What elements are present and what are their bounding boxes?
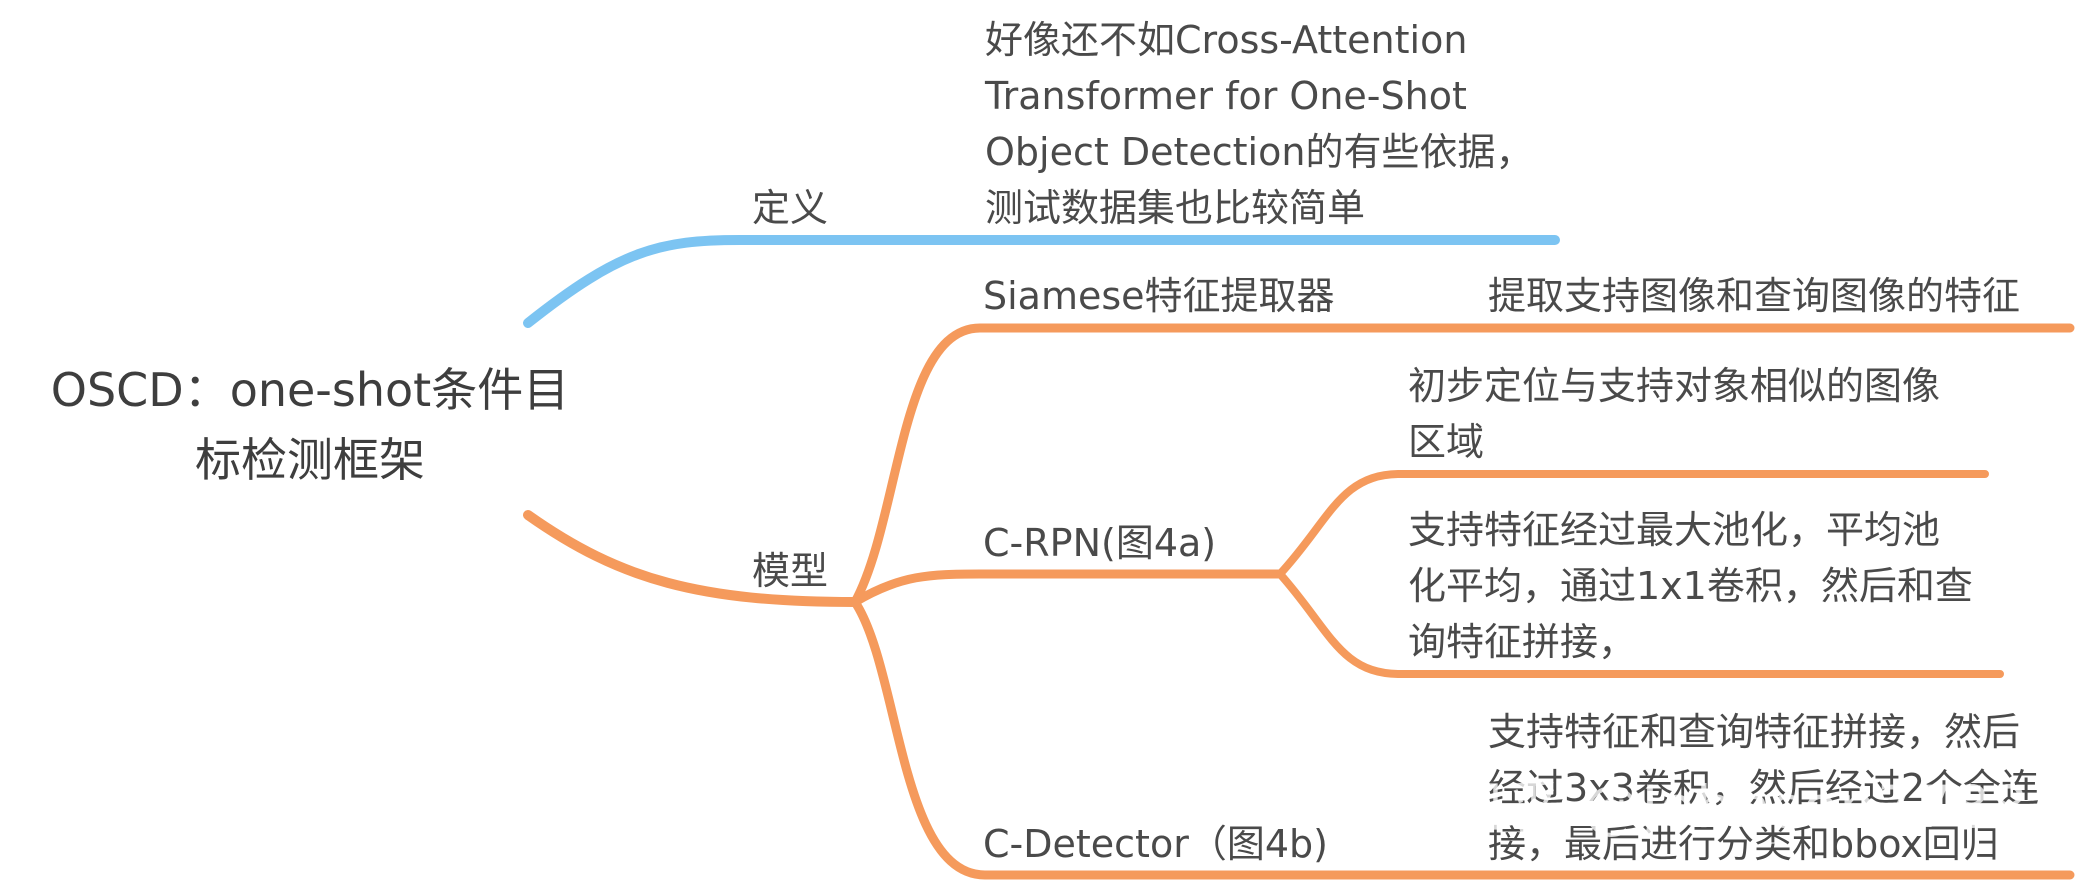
crpn-desc-1-line-1: 初步定位与支持对象相似的图像 [1408,364,1941,408]
crpn-desc-2[interactable]: 支持特征经过最大池化，平均池 化平均，通过1x1卷积，然后和查 询特征拼接， [1408,502,1973,670]
definition-note-line-3: Object Detection的有些依据， [985,130,1534,174]
definition-note-line-4: 测试数据集也比较简单 [985,186,1366,230]
siamese-node-label[interactable]: Siamese特征提取器 [983,274,1335,318]
link-model-siamese [850,323,2075,607]
link-crpn-desc1 [1276,470,1989,578]
siamese-desc[interactable]: 提取支持图像和查询图像的特征 [1488,274,2021,318]
cdetector-desc-line-3: 接，最后进行分类和bbox回归 [1488,822,1999,866]
cdetector-node-label[interactable]: C-Detector（图4b) [983,822,1328,866]
cdetector-desc-line-2: 经过3x3卷积，然后经过2个全连 [1488,766,2040,810]
definition-note[interactable]: 好像还不如Cross-Attention Transformer for One… [985,12,1533,236]
crpn-node-label[interactable]: C-RPN(图4a) [983,521,1217,565]
root-title-line-2: 标检测框架 [195,433,425,487]
crpn-desc-1[interactable]: 初步定位与支持对象相似的图像 区域 [1408,358,1940,470]
crpn-desc-2-line-1: 支持特征经过最大池化，平均池 [1408,508,1941,552]
root-node[interactable]: OSCD：one-shot条件目 标检测框架 [40,355,580,495]
crpn-desc-1-line-2: 区域 [1408,420,1485,464]
cdetector-desc[interactable]: 支持特征和查询特征拼接，然后 经过3x3卷积，然后经过2个全连 接，最后进行分类… [1488,704,2039,872]
root-title-line-1: OSCD：one-shot条件目 [50,363,570,417]
crpn-desc-2-line-3: 询特征拼接， [1408,620,1637,664]
link-model-crpn [850,569,1285,607]
link-root-model [523,510,860,607]
cdetector-desc-line-1: 支持特征和查询特征拼接，然后 [1488,710,2021,754]
link-model-cdetector [850,597,2075,880]
crpn-desc-2-line-2: 化平均，通过1x1卷积，然后和查 [1408,564,1973,608]
branch-definition-label[interactable]: 定义 [752,186,829,230]
branch-model-label[interactable]: 模型 [752,549,829,593]
definition-note-line-2: Transformer for One-Shot [985,74,1467,118]
link-crpn-desc2 [1276,570,2004,678]
definition-note-line-1: 好像还不如Cross-Attention [985,18,1468,62]
watermark: 知乎 @Johnson7788 [1445,773,2029,841]
link-root-definition [523,235,1560,328]
